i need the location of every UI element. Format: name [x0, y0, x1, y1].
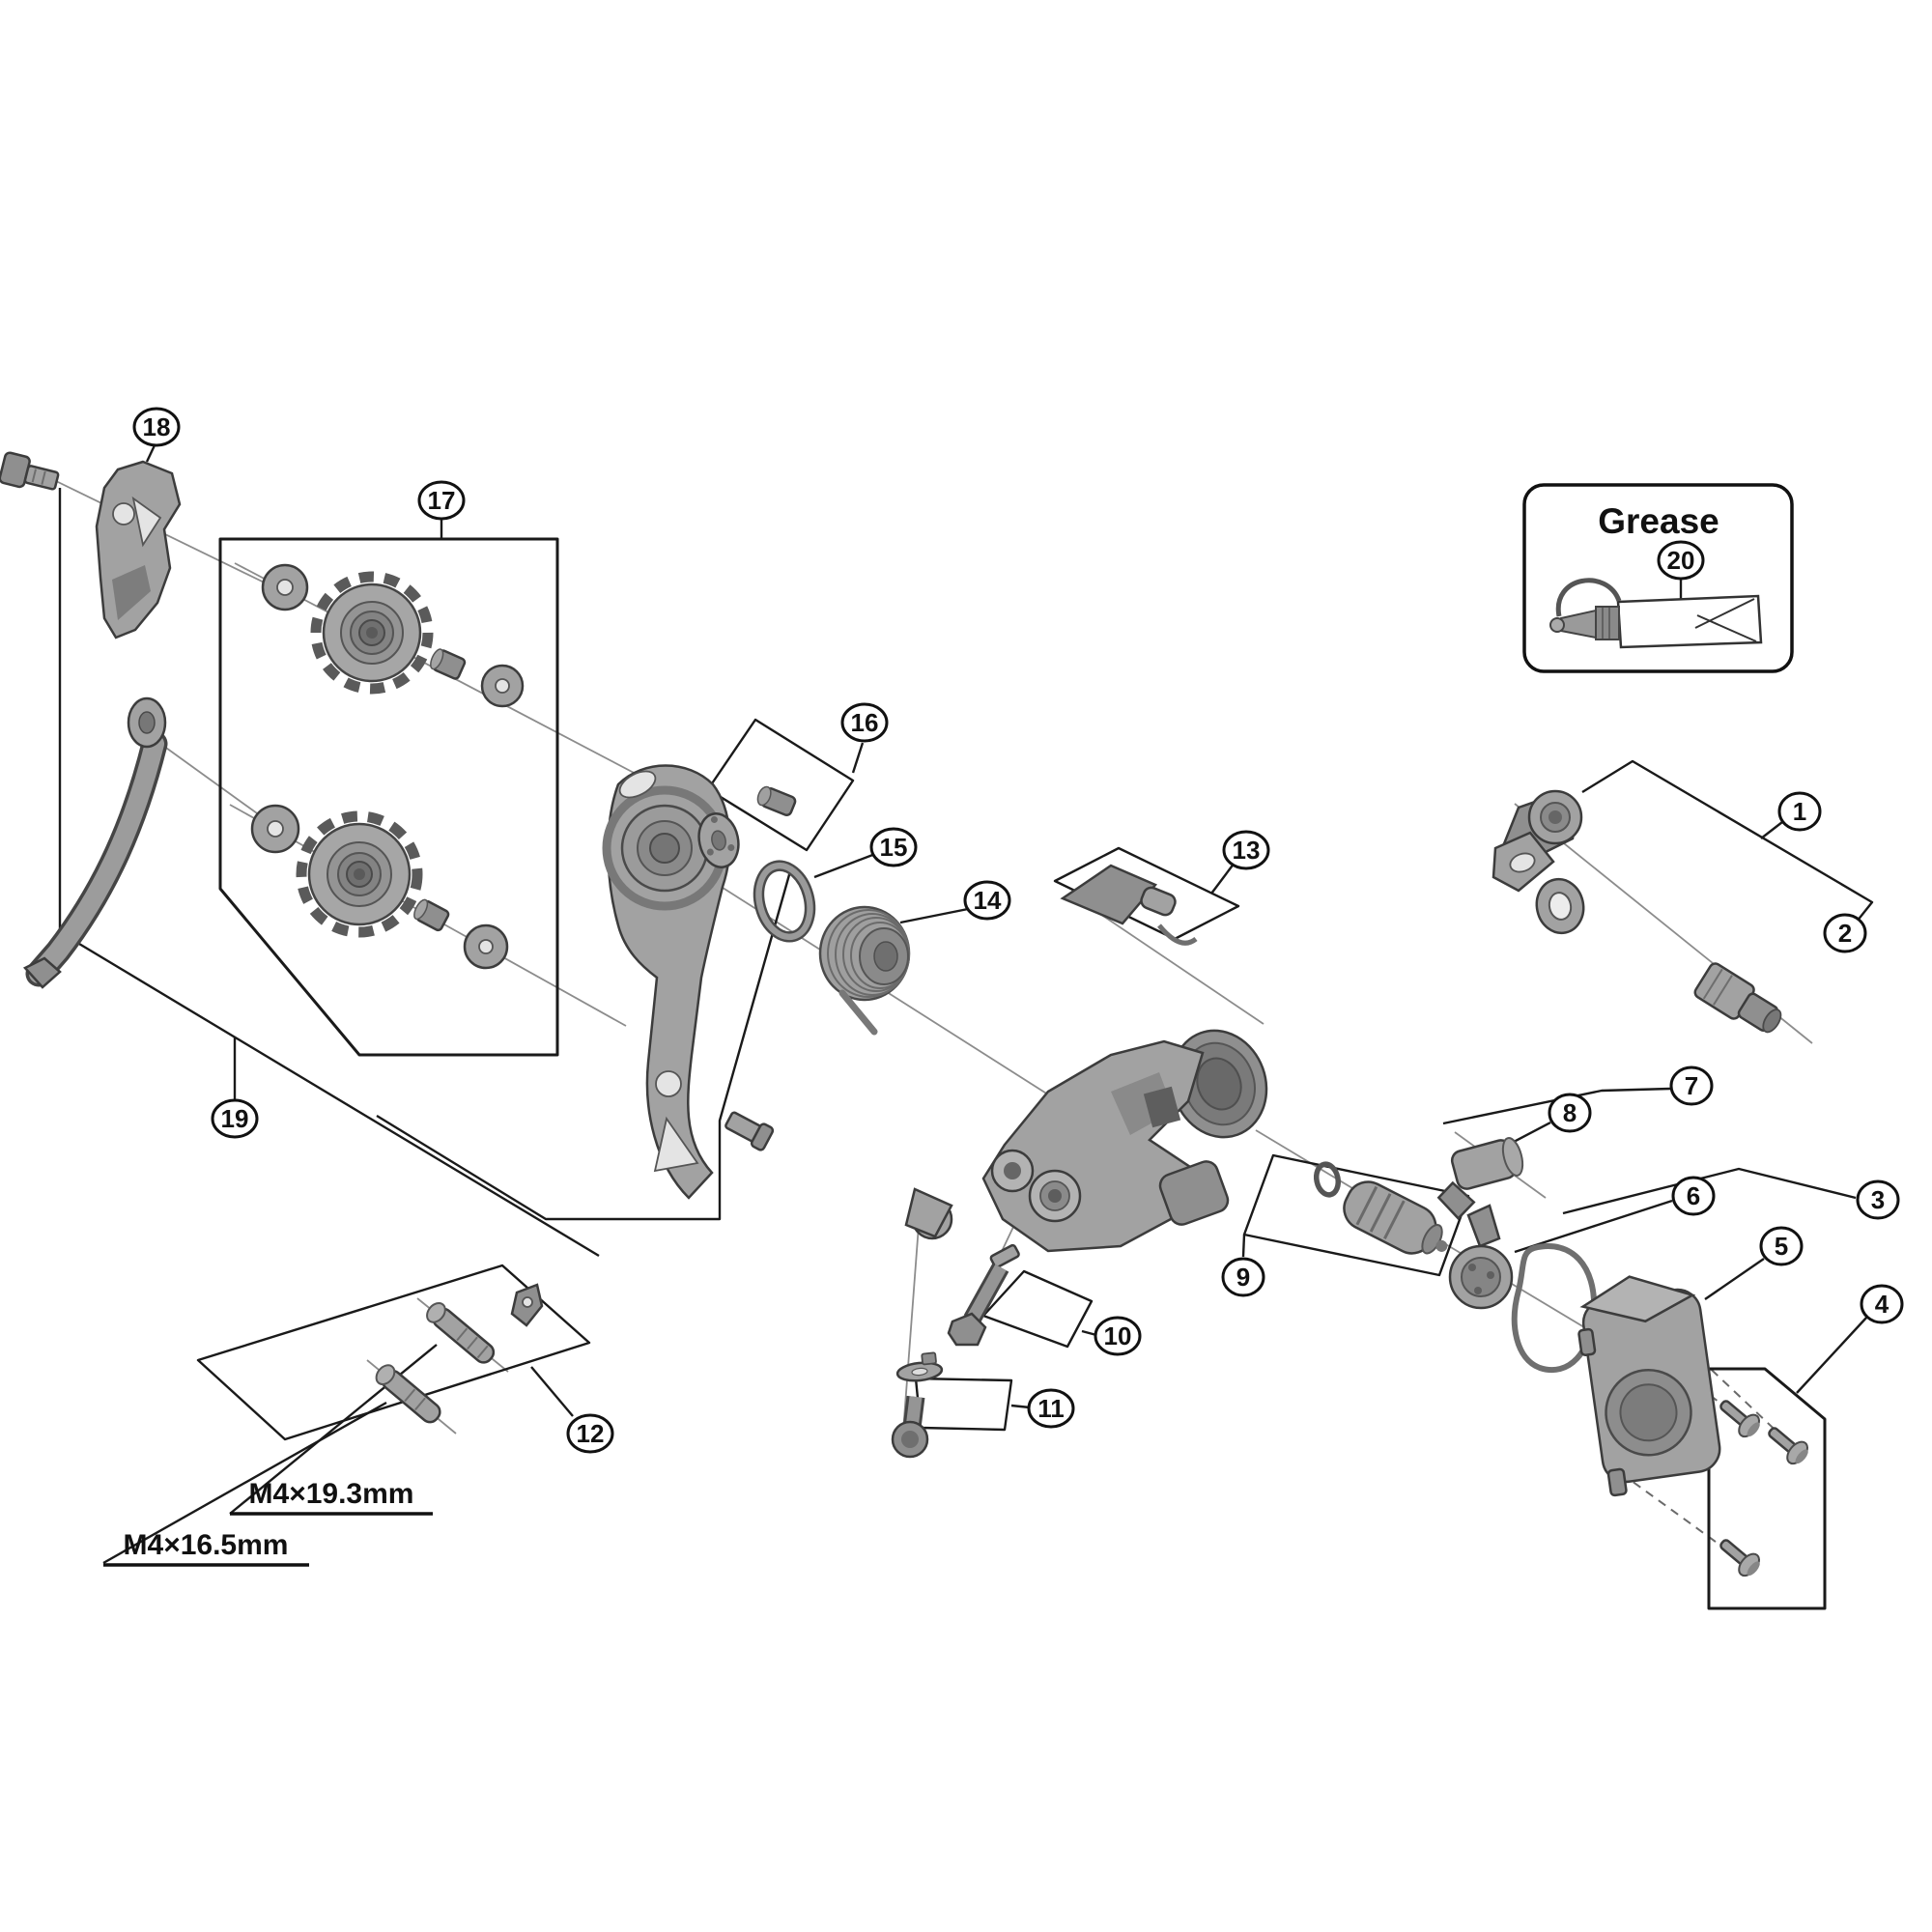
callout-3: 3	[1856, 1179, 1900, 1220]
callout-1: 1	[1777, 791, 1822, 832]
dimension-label-short-screw: M4×16.5mm	[124, 1529, 289, 1561]
callout-18: 18	[132, 407, 181, 447]
grease-tube-icon	[1549, 578, 1763, 649]
plate-washer	[697, 812, 740, 868]
svg-text:8: 8	[1563, 1098, 1577, 1127]
guide-pulley-assembly	[261, 563, 525, 708]
callout-5: 5	[1759, 1226, 1804, 1266]
svg-text:11: 11	[1037, 1394, 1065, 1423]
stopper-plate-bolt	[0, 451, 60, 491]
bracket-axle-bolt	[1693, 962, 1782, 1034]
svg-text:19: 19	[221, 1104, 249, 1133]
svg-text:5: 5	[1775, 1232, 1788, 1261]
cable-fixing-piece	[1060, 864, 1198, 946]
callout-19: 19	[211, 1098, 259, 1139]
callout-11: 11	[1027, 1388, 1075, 1429]
leader-lines-and-group-boxes	[58, 444, 1874, 1610]
callout-2: 2	[1823, 913, 1867, 953]
svg-text:15: 15	[880, 833, 908, 862]
adjust-bolt-boot	[1343, 1180, 1448, 1255]
svg-text:14: 14	[974, 886, 1002, 915]
svg-text:6: 6	[1687, 1181, 1700, 1210]
motor-screw-2	[1768, 1427, 1808, 1465]
svg-text:16: 16	[851, 708, 879, 737]
mount-screw-short	[375, 1364, 441, 1424]
derailleur-main-body	[904, 1029, 1268, 1253]
svg-text:20: 20	[1667, 546, 1695, 575]
svg-text:17: 17	[428, 486, 456, 515]
callout-9: 9	[1221, 1257, 1265, 1297]
motor-screw-1	[1719, 1400, 1760, 1438]
motor-screws-box	[1707, 1367, 1827, 1610]
tension-pulley	[296, 810, 423, 938]
guide-pulley	[310, 571, 434, 695]
stroke-bolt-outline	[981, 1269, 1094, 1349]
plate-stop-screw	[756, 785, 797, 817]
tension-pulley-assembly	[250, 804, 509, 970]
pulley-kit-box	[218, 537, 559, 1057]
cage-axle-washer	[895, 1351, 944, 1382]
motor-unit	[1577, 1275, 1721, 1497]
callout-12: 12	[566, 1413, 614, 1454]
callout-4: 4	[1860, 1284, 1904, 1324]
cable-clamp-piece	[510, 1283, 544, 1327]
adjust-o-ring	[1313, 1161, 1342, 1198]
svg-text:1: 1	[1793, 797, 1806, 826]
callout-7: 7	[1669, 1065, 1714, 1106]
callout-10: 10	[1094, 1316, 1142, 1356]
cage-axle-bolt	[891, 1395, 929, 1459]
svg-text:3: 3	[1871, 1185, 1885, 1214]
svg-text:13: 13	[1233, 836, 1261, 865]
cage-pivot-bolt	[724, 1111, 775, 1151]
svg-text:12: 12	[577, 1419, 605, 1448]
callouts: 1 2 3 4 5 6 7 8 9 10 11 12 13 14 15 16 1…	[132, 407, 1904, 1454]
screw-set-outline	[196, 1264, 591, 1441]
svg-text:4: 4	[1875, 1290, 1889, 1319]
bracket-7-group	[1442, 1087, 1671, 1125]
cage-tension-spring	[818, 905, 911, 1036]
outer-plate-stopper	[95, 460, 182, 639]
svg-text:2: 2	[1838, 919, 1852, 948]
motor-gasket	[1511, 1243, 1598, 1373]
motor-screw-3	[1719, 1539, 1760, 1577]
cage-o-ring	[753, 860, 816, 943]
grease-panel: Grease	[1522, 483, 1794, 673]
bracket-axle-group	[1581, 759, 1874, 923]
svg-text:9: 9	[1236, 1263, 1250, 1292]
outer-guide-plate	[602, 764, 775, 1200]
pulley-bushing	[413, 898, 450, 932]
mount-screw-long	[426, 1301, 496, 1364]
cam-stopper	[1448, 1204, 1514, 1310]
pulley-bushing	[430, 648, 467, 680]
axle-bushing-ring	[1535, 877, 1585, 935]
svg-text:7: 7	[1685, 1071, 1698, 1100]
bracket-axle-link	[1492, 789, 1583, 893]
bracket-3-group	[1562, 1167, 1857, 1215]
callout-20: 20	[1657, 540, 1705, 581]
dimension-label-long-screw: M4×19.3mm	[249, 1478, 414, 1510]
stroke-adjust-bolt	[947, 1243, 1020, 1347]
callout-13: 13	[1222, 830, 1270, 870]
plate-screw-outline	[706, 718, 855, 852]
callout-15: 15	[869, 827, 918, 867]
callout-8: 8	[1548, 1093, 1592, 1133]
callout-6: 6	[1671, 1176, 1716, 1216]
callout-14: 14	[963, 880, 1011, 921]
grease-panel-title: Grease	[1598, 501, 1719, 541]
axle-bolt-outline	[914, 1377, 1013, 1432]
adjust-bolt-outline	[1242, 1153, 1470, 1277]
svg-text:10: 10	[1104, 1321, 1132, 1350]
cable-guide-piece	[1436, 1137, 1524, 1221]
callout-17: 17	[417, 480, 466, 521]
svg-text:18: 18	[143, 412, 171, 441]
callout-16: 16	[840, 702, 889, 743]
inner-cage-plate	[22, 696, 168, 989]
